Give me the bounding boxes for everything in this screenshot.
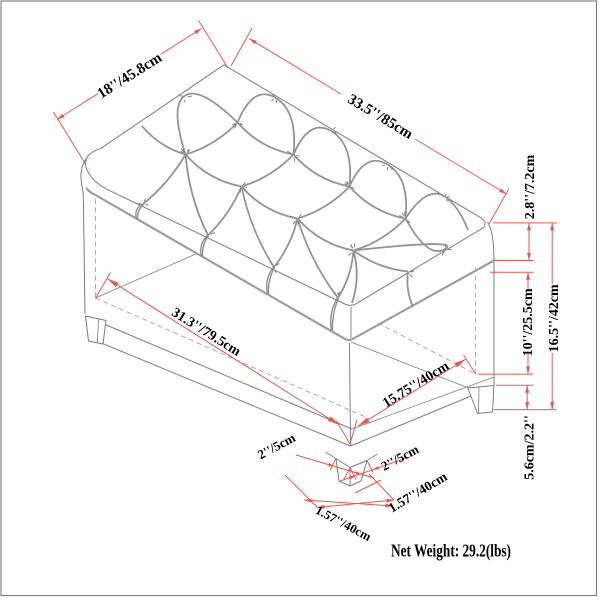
svg-text:2.8''/7.2cm: 2.8''/7.2cm — [523, 154, 538, 219]
svg-text:Net Weight: 29.2(lbs): Net Weight: 29.2(lbs) — [391, 542, 511, 561]
svg-text:10''/25.5cm: 10''/25.5cm — [521, 288, 536, 356]
svg-text:5.6cm/2.2'': 5.6cm/2.2'' — [523, 415, 538, 480]
svg-text:16.5''/42cm: 16.5''/42cm — [547, 284, 562, 352]
